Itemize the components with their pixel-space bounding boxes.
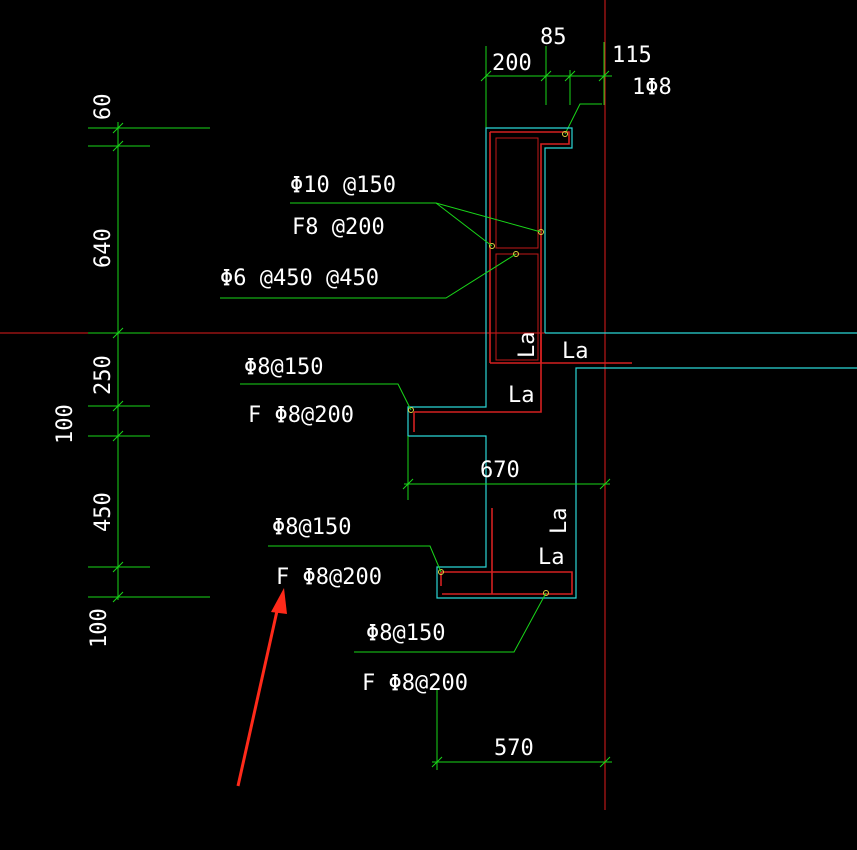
label-step1-main: Φ8@150 — [244, 355, 323, 380]
dim-450: 450 — [91, 492, 116, 532]
dim-640: 640 — [91, 228, 116, 268]
leader-step1 — [240, 383, 412, 411]
top-dimension-chain — [480, 42, 612, 130]
label-wall-dist: F8 @200 — [292, 215, 385, 240]
label-la-2: La — [562, 339, 589, 364]
dimension-670 — [402, 436, 611, 500]
annotation-arrow-icon — [236, 588, 287, 787]
label-la-5: La — [538, 545, 565, 570]
label-corner-bar: 1Φ8 — [632, 75, 672, 100]
dim-60: 60 — [91, 94, 116, 121]
leader-tie-bar — [220, 253, 517, 299]
label-tie-bar: Φ6 @450 @450 — [220, 266, 379, 291]
label-step3-main: Φ8@150 — [366, 621, 445, 646]
leader-wall-dist — [435, 202, 493, 247]
dim-250: 250 — [91, 355, 116, 395]
leader-step3 — [354, 592, 547, 653]
dim-570: 570 — [494, 736, 534, 761]
leader-corner-bar — [564, 103, 602, 135]
label-step2-main: Φ8@150 — [272, 515, 351, 540]
rebar-cage — [413, 131, 632, 595]
dim-670: 670 — [480, 458, 520, 483]
label-step2-dist: F Φ8@200 — [276, 565, 382, 590]
rebar-dots — [408, 131, 568, 596]
label-step1-dist: F Φ8@200 — [248, 403, 354, 428]
dim-85: 85 — [540, 25, 567, 50]
label-step3-dist: F Φ8@200 — [362, 671, 468, 696]
label-la-3: La — [508, 383, 535, 408]
label-la-4: La — [547, 508, 572, 535]
dim-115: 115 — [612, 43, 652, 68]
dim-200: 200 — [492, 51, 532, 76]
leader-step2 — [268, 545, 442, 573]
dimension-570 — [431, 690, 612, 770]
dim-100-bottom: 100 — [87, 608, 112, 648]
label-la-1: La — [515, 332, 540, 359]
left-dimension-chain — [88, 122, 210, 603]
dim-100-mid: 100 — [53, 404, 78, 444]
concrete-outline — [407, 127, 857, 599]
label-wall-main: Φ10 @150 — [290, 173, 396, 198]
